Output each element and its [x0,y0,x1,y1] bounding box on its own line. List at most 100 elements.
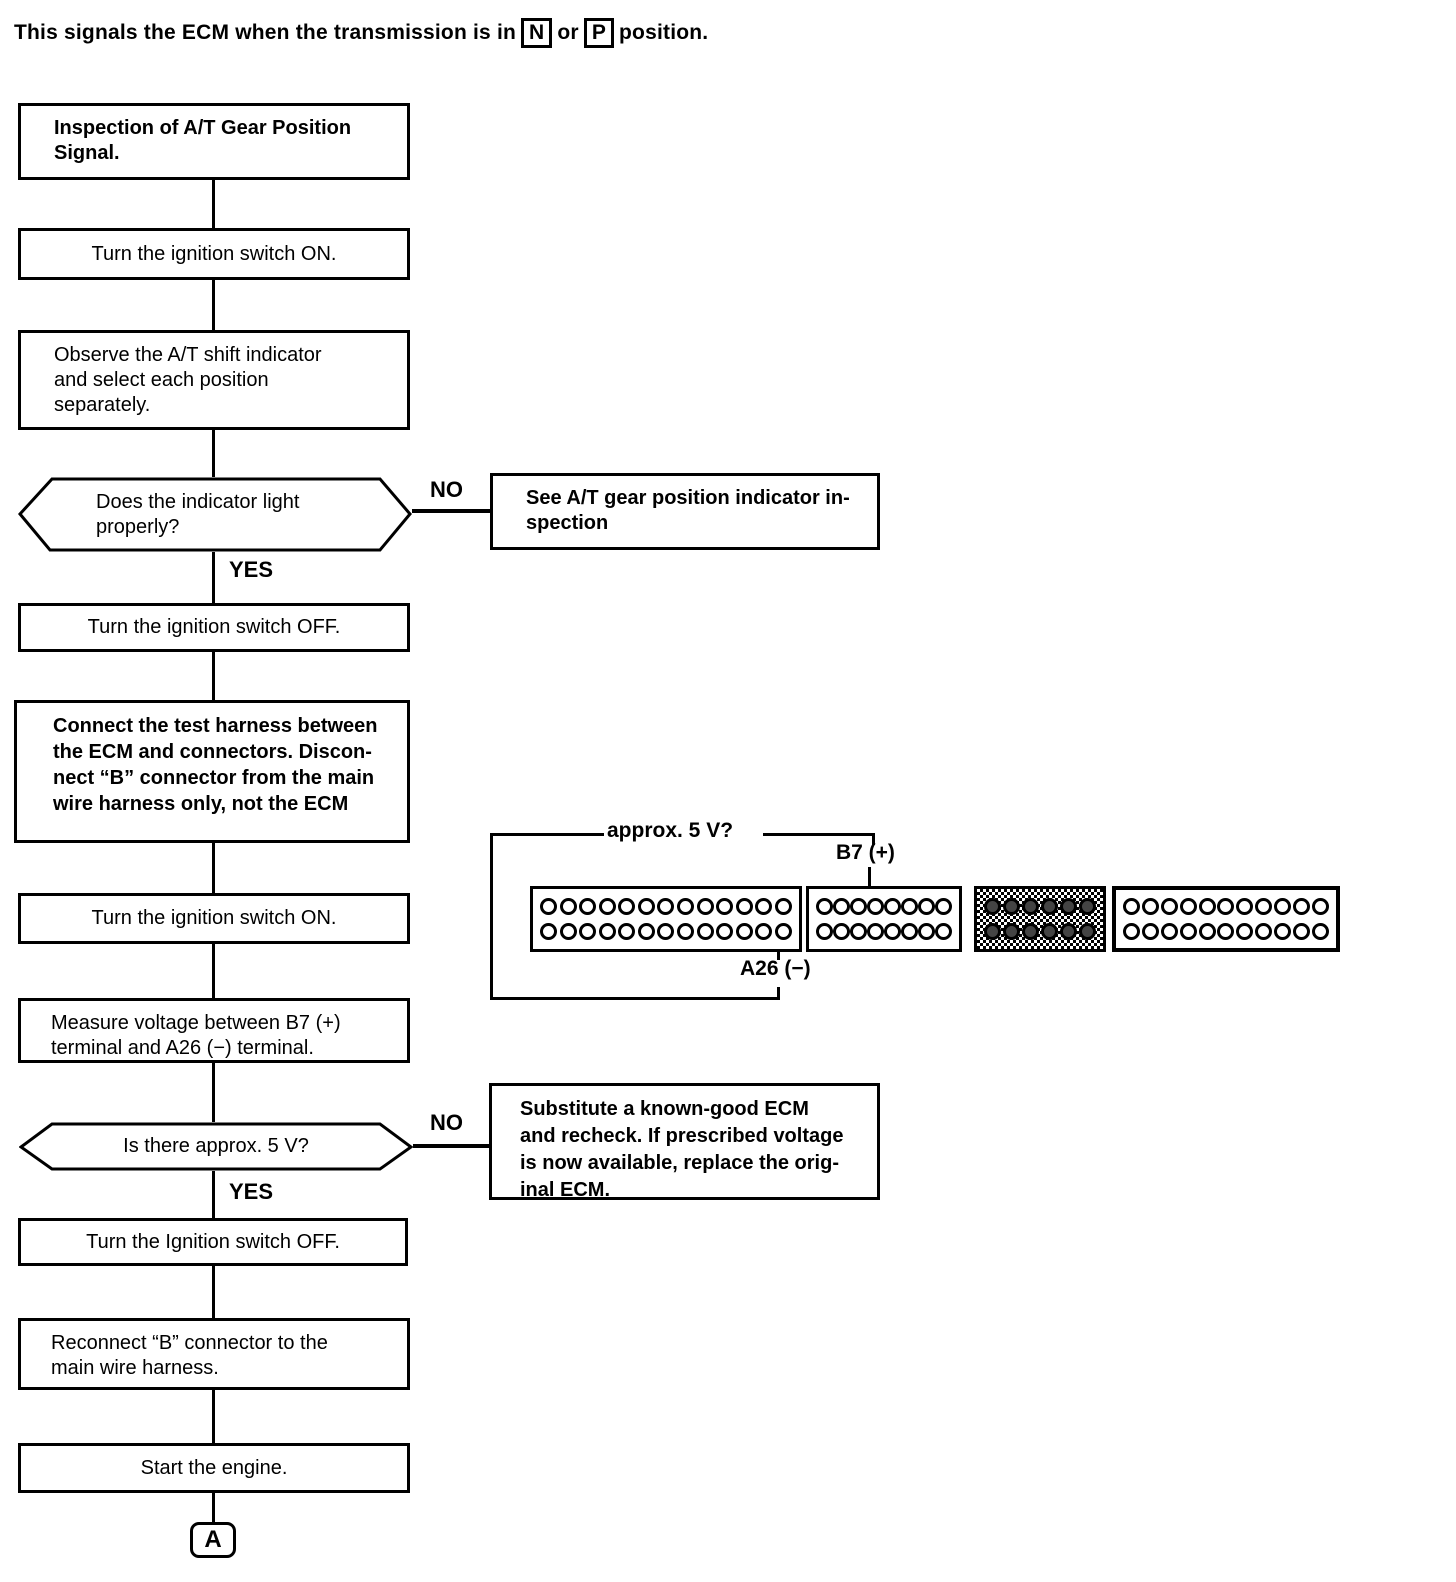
connector-pin [1236,922,1254,940]
step-ignition-off-2: Turn the Ignition switch OFF. [18,1218,408,1266]
flow-line [212,430,215,477]
hexagon-shape [18,477,412,552]
connector-pin [884,898,901,915]
connector-pin [735,898,753,915]
voltage-question-label: approx. 5 V? [607,819,734,842]
connector-pin [1274,922,1292,940]
connector-pin [901,923,918,940]
bracket-line-right-top [763,833,875,836]
connector-pin [1003,898,1020,915]
connector-pin [677,898,695,915]
yes-label-1: YES [229,557,274,582]
step-ignition-on-2: Turn the ignition switch ON. [18,893,410,944]
connector-pin-row [540,898,792,915]
flow-line [212,1266,215,1318]
connector-pin [774,923,792,940]
connector-pin [1123,922,1140,940]
connector-pin [1255,898,1273,916]
decision-voltage-text: Is there approx. 5 V? [123,1135,309,1157]
connector-pin [540,898,557,915]
connector-pin [867,898,884,915]
connector-pin [1274,898,1292,916]
connector-pin [935,898,952,915]
connector-pin [1179,898,1197,916]
connector-pin [579,923,597,940]
bracket-line-right-drop [872,833,875,845]
connector-pin [1141,898,1159,916]
connector-pin [677,923,695,940]
connector-pin [637,898,655,915]
no-connector-line-1 [412,509,490,513]
connector-pin [833,898,850,915]
ref-substitute-ecm: Substitute a known-good ECM and recheck.… [489,1083,880,1201]
flow-line [212,843,215,893]
ecm-connector-block-a [530,886,802,952]
bracket-line-bottom [490,997,780,1000]
bracket-line-left-top [492,833,604,836]
connector-pin [755,923,773,940]
no-label-1: NO [430,477,463,502]
connector-pin [755,898,773,915]
connector-pin [918,923,935,940]
connector-pin [1198,898,1216,916]
connector-pin [559,898,577,915]
intro-or: or [557,21,579,44]
connector-pin [918,898,935,915]
connector-pin [1160,922,1178,940]
flow-line [212,1171,215,1218]
connector-pin [598,923,616,940]
connector-pin [618,898,636,915]
connector-pin-row [1123,922,1329,940]
flow-line [212,1063,215,1122]
connector-pin-row [1123,898,1329,916]
connector-pin [1022,923,1039,940]
connector-pin [637,923,655,940]
connector-pin [657,923,675,940]
connector-pin [1293,922,1311,940]
intro-text-before: This signals the ECM when the transmissi… [14,21,517,44]
step-observe-indicator: Observe the A/T shift indicator and sele… [18,330,410,430]
connector-pin [833,923,850,940]
connector-pin [1123,898,1140,916]
a26-pin-pointer-line [777,946,780,960]
no-label-2: NO [430,1110,463,1135]
connector-pin [657,898,675,915]
connector-pin-row [540,923,792,940]
flow-line [212,652,215,700]
connector-pin [1141,922,1159,940]
connector-pin [1311,898,1329,916]
flow-line [212,280,215,330]
connector-pin [598,898,616,915]
connector-pin [984,923,1001,940]
ecm-connector-block-c [974,886,1106,952]
flow-line [212,1493,215,1522]
connector-pin [716,898,734,915]
connector-pin [850,923,867,940]
connector-pin [1311,922,1329,940]
connector-pin [1022,898,1039,915]
connector-pin [884,923,901,940]
flow-line [212,944,215,998]
step-connect-harness: Connect the test harness between the ECM… [14,700,410,843]
decision-indicator-text: Does the indicator light properly? [96,491,300,538]
yes-label-2: YES [229,1179,274,1204]
ref-gear-position-inspection: See A/T gear position indicator in- spec… [490,473,880,550]
connector-pin [1079,898,1096,915]
continuation-marker-a: A [190,1522,236,1558]
connector-pin [1079,923,1096,940]
connector-pin [1198,922,1216,940]
ecm-connector-block-b [806,886,962,952]
connector-pin [816,898,833,915]
hexagon-shape [19,1122,413,1171]
connector-pin-row [984,898,1096,915]
connector-pin [901,898,918,915]
decision-approx-5v: Is there approx. 5 V? [19,1122,413,1171]
step-measure-voltage: Measure voltage between B7 (+) terminal … [18,998,410,1063]
connector-pin [935,923,952,940]
connector-pin [540,923,557,940]
connector-pin [1003,923,1020,940]
connector-pin [1255,922,1273,940]
connector-pin [696,898,714,915]
connector-pin-row [816,923,952,940]
